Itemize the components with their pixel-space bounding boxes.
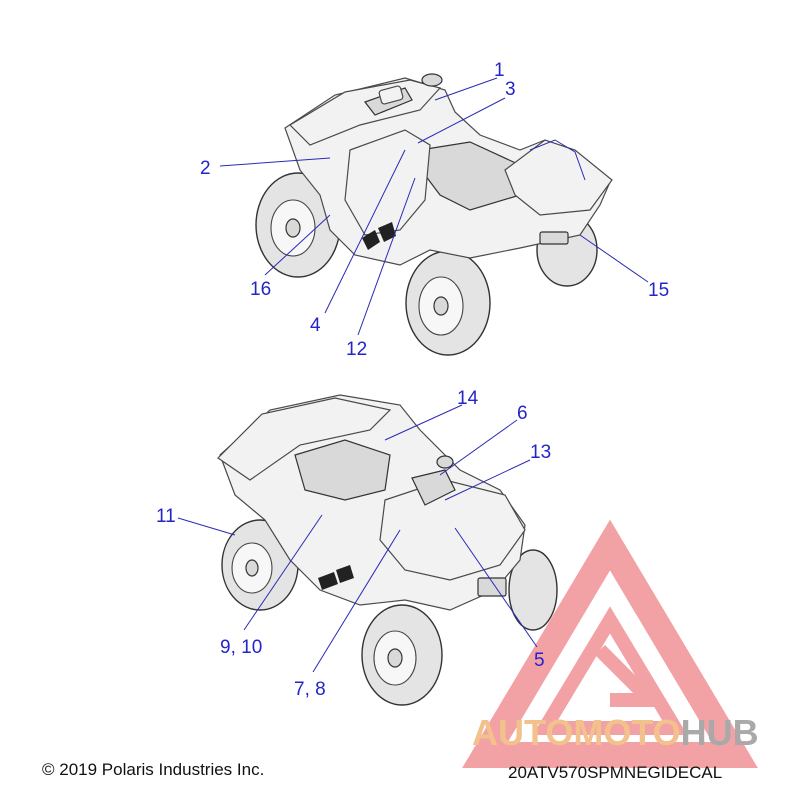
leader-15 xyxy=(579,234,649,283)
callout-2: 2 xyxy=(200,158,211,179)
callout-15: 15 xyxy=(648,280,669,301)
leader-13 xyxy=(444,459,531,501)
watermark-logo xyxy=(462,519,758,768)
leader-9-10 xyxy=(243,514,323,631)
callout-6: 6 xyxy=(517,403,528,424)
leader-4 xyxy=(324,149,406,314)
callout-13: 13 xyxy=(530,442,551,463)
leader-lines xyxy=(177,77,649,673)
leader-12 xyxy=(357,177,416,336)
callout-1: 1 xyxy=(494,60,505,81)
atv-bottom-illustration xyxy=(217,394,558,706)
atv-top-illustration xyxy=(255,73,613,356)
callout-16: 16 xyxy=(250,279,271,300)
top-rear-left-wheel xyxy=(405,250,491,356)
watermark-text-part2: HUB xyxy=(680,712,759,753)
callout-5: 5 xyxy=(534,650,545,671)
callout-3: 3 xyxy=(505,79,516,100)
callout-12: 12 xyxy=(346,339,367,360)
leader-3 xyxy=(417,97,506,144)
copyright-text: © 2019 Polaris Industries Inc. xyxy=(42,760,265,779)
callout-7-8: 7, 8 xyxy=(294,679,326,700)
watermark-text: AUTOMOTOHUB xyxy=(472,712,759,754)
leader-11 xyxy=(177,517,236,536)
leader-1 xyxy=(434,77,498,101)
leader-16 xyxy=(264,214,331,276)
bottom-front-left-wheel xyxy=(361,604,443,706)
leader-14 xyxy=(384,404,463,441)
leader-5 xyxy=(454,527,538,648)
callout-4: 4 xyxy=(310,315,321,336)
callout-9-10: 9, 10 xyxy=(220,637,262,658)
leader-7-8 xyxy=(312,529,401,673)
bottom-front-right-wheel xyxy=(508,549,558,631)
leader-2 xyxy=(219,157,331,167)
diagram-code: 20ATV570SPMNEGIDECAL xyxy=(508,763,723,782)
callout-14: 14 xyxy=(457,388,479,409)
watermark-text-part1: AUTOMOTO xyxy=(472,712,681,753)
callout-11: 11 xyxy=(156,506,176,527)
callout-labels: 1 3 2 16 15 4 12 14 6 13 11 9, 10 5 7, 8 xyxy=(156,60,669,700)
leader-6 xyxy=(439,419,518,476)
